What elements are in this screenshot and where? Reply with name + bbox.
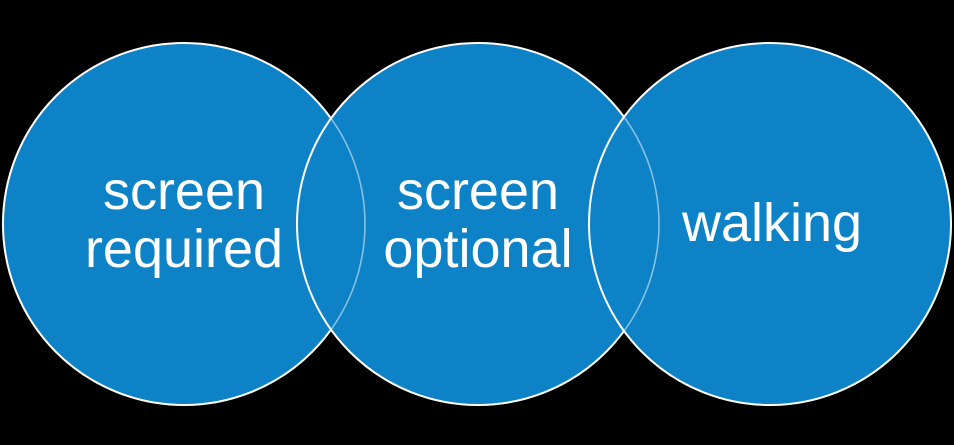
venn-label-line: optional [383,219,573,279]
venn-label-line: required [84,219,284,279]
venn-circle-screen-required-under-outline [2,42,366,406]
venn-label-line: walking [681,193,863,254]
venn-label-line: screen [396,161,560,222]
venn-circle-screen-optional-under-outline [296,42,660,406]
venn-label-walking: walking [681,193,863,254]
venn-label-screen-required: screen required [84,161,284,279]
venn-label-line: screen [102,161,266,222]
venn-label-screen-optional: screen optional [383,161,573,279]
venn-circle-walking [588,42,952,406]
